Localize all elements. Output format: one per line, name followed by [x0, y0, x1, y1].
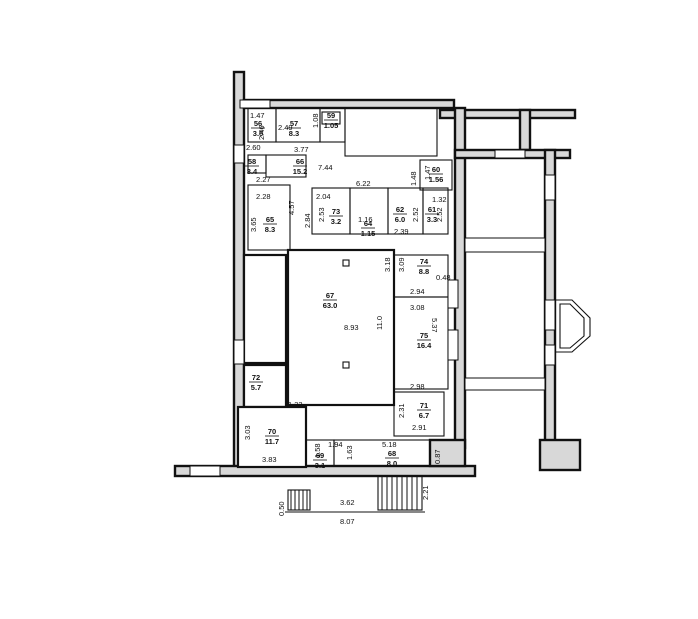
room-number: 66	[296, 157, 304, 166]
dim-label: 1.94	[328, 440, 343, 449]
room-number: 65	[266, 215, 274, 224]
dim-label: 2.39	[394, 227, 409, 236]
dim-label: 8.07	[340, 517, 355, 526]
column-marker	[342, 361, 350, 369]
room-area: 63.0	[323, 301, 338, 310]
room-area: 8.0	[387, 459, 397, 468]
dim-label: 2.27	[256, 175, 271, 184]
dimension-labels: 1.47 2.49 2.46 1.08 3.77 2.60 2.27 7.44 …	[243, 111, 451, 526]
dim-label: 5.37	[430, 318, 439, 333]
room-number: 74	[420, 257, 429, 266]
room-number: 73	[332, 207, 340, 216]
room-area: 11.7	[265, 437, 279, 446]
dim-label: 6.22	[356, 179, 371, 188]
dim-label: 2.31	[397, 403, 406, 418]
room-number: 72	[252, 373, 260, 382]
room-number: 61	[428, 205, 436, 214]
room-area: 15.2	[293, 167, 308, 176]
room-number: 68	[388, 449, 396, 458]
dim-label: 2.84	[303, 213, 312, 228]
dim-label: 2.52	[411, 207, 420, 222]
dim-label: 0.50	[277, 501, 286, 516]
dim-label: 3.09	[397, 257, 406, 272]
room-area: 8.3	[289, 129, 299, 138]
room-number: 75	[420, 331, 428, 340]
dim-label: 2.98	[410, 382, 425, 391]
dim-label: 3.03	[243, 425, 252, 440]
interior-walls	[189, 99, 591, 477]
dim-label: 1.16	[358, 215, 373, 224]
dim-label: 3.08	[410, 303, 425, 312]
dim-label: 3.65	[249, 217, 258, 232]
room-number: 57	[290, 119, 298, 128]
room-area: 1.15	[361, 229, 376, 238]
room-area: 1.56	[429, 175, 444, 184]
room-number: 69	[316, 451, 324, 460]
dim-label: 3.62	[340, 498, 355, 507]
room-area: 8.3	[265, 225, 275, 234]
room-area: 3.2	[331, 217, 341, 226]
room-number: 71	[420, 401, 428, 410]
dim-label: 1.32	[432, 195, 447, 204]
room-area: 16.4	[417, 341, 432, 350]
room-area: 3.4	[247, 167, 258, 176]
dim-label: 11.0	[375, 316, 384, 330]
room-area: 6.7	[419, 411, 429, 420]
room-number: 60	[432, 165, 440, 174]
dim-label: 0.48	[436, 273, 451, 282]
staircase-right	[377, 475, 423, 511]
dim-label: 2.04	[316, 192, 331, 201]
dim-label: 2.49	[278, 123, 293, 132]
dim-label: 7.44	[318, 163, 333, 172]
room-number: 62	[396, 205, 404, 214]
room-area: 5.7	[251, 383, 261, 392]
room-number: 70	[268, 427, 276, 436]
room-area: 6.0	[395, 215, 405, 224]
dim-label: 3.77	[294, 145, 309, 154]
dim-label: 4.57	[287, 200, 296, 215]
dim-label: 1.47	[423, 165, 432, 180]
room-area: 1.05	[324, 121, 339, 130]
dim-label: 0.87	[433, 449, 442, 464]
dim-label: 2.60	[246, 143, 261, 152]
dim-label: 2.28	[256, 192, 271, 201]
room-number: 56	[254, 119, 262, 128]
room-number: 58	[248, 157, 256, 166]
dim-label: 3.18	[383, 257, 392, 272]
dim-label: 2.91	[412, 423, 427, 432]
dim-label: 1.32	[288, 400, 303, 409]
room-area: 3.6	[253, 129, 263, 138]
dim-label: 1.63	[345, 445, 354, 460]
dim-label: 2.94	[410, 287, 425, 296]
room-number: 64	[364, 219, 373, 228]
room-area: 8.8	[419, 267, 429, 276]
staircase-left	[287, 489, 311, 511]
dim-label: 1.47	[250, 111, 265, 120]
dim-label: 1.58	[313, 443, 322, 458]
dim-label: 5.18	[382, 440, 397, 449]
dim-label: 2.52	[435, 207, 444, 222]
dim-label: 1.48	[409, 171, 418, 186]
dim-label: 2.21	[421, 485, 430, 500]
dim-label: 3.83	[262, 455, 277, 464]
room-area: 3.1	[315, 461, 325, 470]
dim-label: 2.53	[317, 207, 326, 222]
dim-label: 1.08	[311, 113, 320, 128]
room-number: 67	[326, 291, 334, 300]
room-area: 3.3	[427, 215, 437, 224]
column-marker	[342, 259, 350, 267]
dim-label: 8.93	[344, 323, 359, 332]
room-number: 59	[327, 111, 335, 120]
dim-label: 2.46	[257, 125, 266, 140]
